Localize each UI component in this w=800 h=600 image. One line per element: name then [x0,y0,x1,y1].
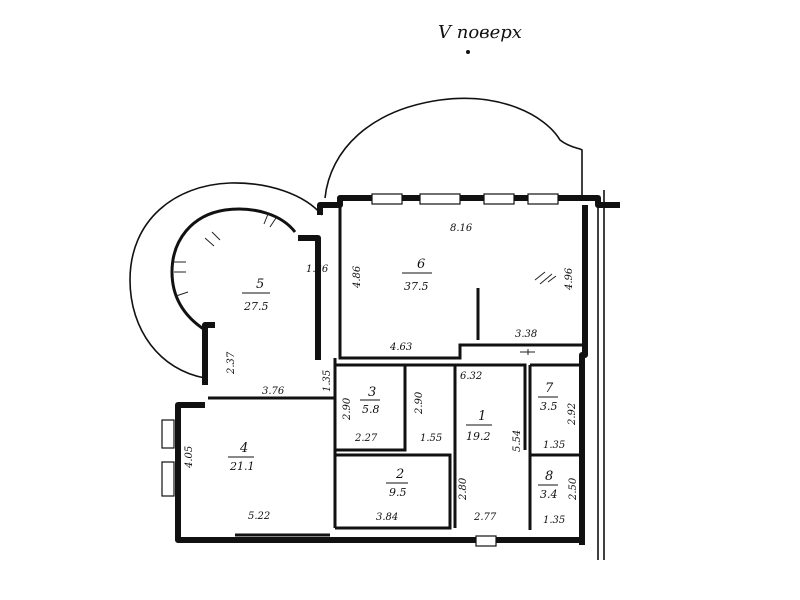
dim-label: 4.63 [389,342,412,353]
right-edge-line [597,190,605,560]
window-left-1 [161,419,175,449]
dim-label: 4.05 [184,446,195,469]
dim-label: 1.35 [543,440,565,451]
room-label-7: 7 3.5 [538,381,558,413]
dim-label: 5.22 [248,511,270,522]
dim-label: 2.90 [414,391,425,415]
round-room-inner-arc [170,207,297,332]
dim-label: 2.80 [458,477,469,501]
terrace-arc [324,97,583,200]
room-label-8: 8 3.4 [538,469,558,501]
room-label-6: 6 37.5 [402,257,432,293]
dim-label: 2.37 [226,351,237,375]
room-area: 3.4 [540,488,558,501]
dim-label: 5.54 [512,430,523,452]
room-label-3: 3 5.8 [360,385,380,416]
sketch-marks [520,271,557,355]
room-number: 1 [478,409,486,424]
dim-label: 4.96 [564,267,575,291]
window-top-4 [527,193,559,205]
window-top-2 [419,193,461,205]
room-label-5: 5 27.5 [242,277,270,313]
dim-label: 1.35 [322,370,333,392]
room-number: 7 [545,381,554,396]
room-area: 37.5 [404,280,429,293]
room-number: 8 [545,469,553,484]
dimension-labels: 8.16 4.86 4.96 4.63 3.38 1.36 2.37 3.76 … [184,223,579,526]
room-area: 27.5 [243,300,269,313]
dim-label: 2.27 [354,433,378,444]
dim-label: 2.77 [473,512,497,523]
floor-title: V поверх [438,22,522,43]
dim-label: 6.32 [460,371,482,382]
dim-label: 8.16 [450,223,473,234]
dim-label: 3.38 [515,329,537,340]
room-area: 3.5 [540,400,558,413]
dim-label: 3.76 [262,386,285,397]
dim-label: 1.55 [420,433,442,444]
room-label-1: 1 19.2 [466,409,492,443]
room-area: 5.8 [362,403,380,416]
round-room-window-marks [174,213,277,297]
window-bottom [475,535,497,547]
room-number: 2 [395,467,404,482]
inner-walls [208,205,582,537]
room-number: 6 [417,257,425,272]
room-number: 4 [239,441,248,456]
room-label-4: 4 21.1 [228,441,255,473]
dim-label: 3.84 [376,512,398,523]
dim-label: 1.36 [306,264,329,275]
room-area: 21.1 [229,460,255,473]
room-area: 19.2 [466,430,491,443]
dim-label: 2.50 [568,477,579,501]
outer-walls [175,195,620,545]
dim-label: 1.35 [543,515,565,526]
dim-label: 2.92 [567,403,578,426]
window-top-3 [483,193,515,205]
dim-label: 4.86 [352,265,363,289]
round-room-outer-arc [129,182,323,379]
window-left-2 [161,461,175,497]
room-number: 5 [256,277,264,292]
room-area: 9.5 [389,486,407,499]
room-label-2: 2 9.5 [386,467,408,499]
room-number: 3 [368,385,376,400]
window-top-1 [371,193,403,205]
dim-label: 2.90 [342,397,353,421]
